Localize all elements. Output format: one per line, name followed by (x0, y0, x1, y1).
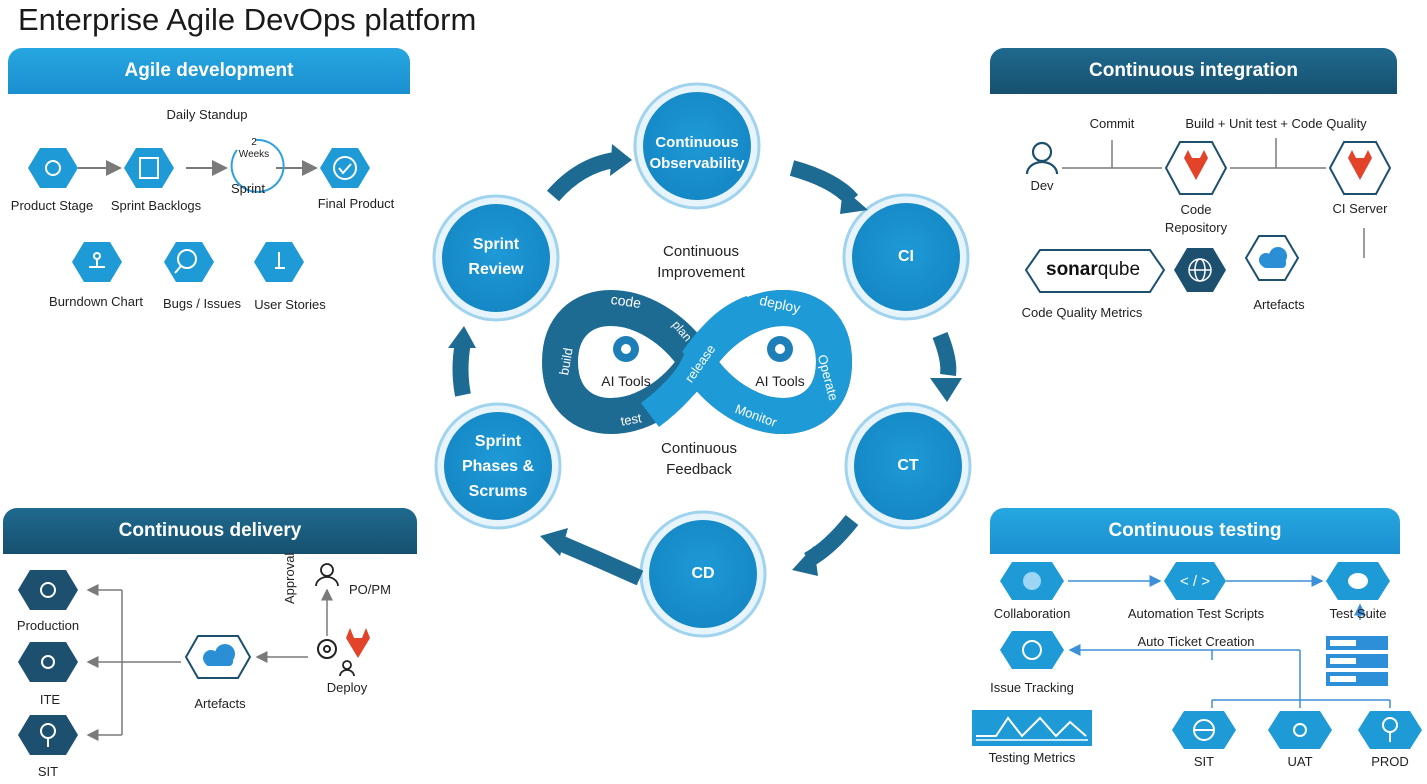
cycle-arrowheads (448, 144, 962, 576)
continuous-testing-header: Continuous testing (990, 508, 1400, 554)
automation-scripts-label: Automation Test Scripts (1127, 606, 1265, 621)
phases-label-3: Scrums (468, 483, 528, 500)
bugs-issues-label: Bugs / Issues (162, 296, 242, 311)
agile-flow (78, 138, 318, 193)
continuous-integration-header: Continuous integration (990, 48, 1397, 94)
ci-flow (1025, 138, 1365, 258)
review-label-2: Review (468, 261, 524, 278)
product-stage-label: Product Stage (10, 198, 94, 213)
dev-label: Dev (1030, 178, 1054, 193)
improvement-label-2: Improvement (657, 264, 745, 281)
approval-label: Approval (282, 552, 297, 604)
ct-uat-label: UAT (1287, 754, 1313, 769)
user-stories-label: User Stories (254, 297, 326, 312)
ct-sit-label: SIT (1193, 754, 1215, 769)
cloud-icon (1259, 247, 1287, 268)
observability-label-2: Observability (649, 155, 745, 172)
deploy-gear-icon (317, 639, 337, 659)
cd-sit-label: SIT (37, 764, 59, 779)
cd-artefacts-label: Artefacts (194, 696, 246, 711)
build-label: Build + Unit test + Code Quality (1185, 116, 1367, 131)
issue-tracking-label: Issue Tracking (990, 680, 1074, 695)
feedback-label-1: Continuous (661, 440, 737, 457)
infinity-loop (541, 290, 853, 434)
agile-icon-glyphs (45, 156, 357, 274)
commit-label: Commit (1089, 116, 1135, 131)
improvement-label-1: Continuous (663, 243, 739, 260)
ct-hexes (1000, 562, 1422, 749)
auto-ticket-label: Auto Ticket Creation (1137, 634, 1255, 649)
code-repo-label-2: Repository (1164, 220, 1228, 235)
daily-standup-label: Daily Standup (166, 107, 248, 122)
globe-icon (1188, 258, 1212, 282)
ci-circle-label: CI (898, 248, 914, 265)
feedback-label-2: Feedback (666, 461, 732, 478)
weeks-number: 2 (251, 137, 257, 148)
ite-label: ITE (39, 692, 61, 707)
ct-flow (1068, 575, 1391, 708)
ai-tools-left-label: AI Tools (601, 373, 651, 389)
agile-development-header: Agile development (8, 48, 410, 94)
phases-label-2: Phases & (461, 458, 535, 475)
popm-label: PO/PM (349, 582, 391, 597)
person-icon (315, 563, 355, 677)
phases-label-1: Sprint (474, 433, 522, 450)
cd-flow (86, 584, 333, 741)
production-label: Production (16, 618, 80, 633)
page-title: Enterprise Agile DevOps platform (18, 2, 477, 37)
code-quality-metrics-label: Code Quality Metrics (1021, 305, 1143, 320)
review-label-1: Sprint (472, 236, 520, 253)
cd-cloud-icon (203, 644, 235, 666)
ai-tools-right-label: AI Tools (755, 373, 805, 389)
sonarqube-logo: sonarqube (1046, 259, 1141, 280)
metrics-chart-icon (972, 710, 1092, 746)
deploy-label: Deploy (326, 680, 368, 695)
ct-icon-glyphs (1022, 572, 1398, 742)
collaboration-label: Collaboration (993, 606, 1071, 621)
deploy-gitlab-icon (346, 628, 370, 658)
final-product-label: Final Product (317, 196, 395, 211)
cd-circle-label: CD (691, 565, 715, 582)
weeks-label: Weeks (238, 149, 270, 160)
gitlab-icon (1184, 150, 1372, 180)
ci-server-label: CI Server (1332, 201, 1388, 216)
cd-icon-glyphs (40, 582, 56, 747)
code-icon: < / > (1179, 573, 1211, 590)
ct-circle-label: CT (897, 457, 919, 474)
continuous-delivery-header: Continuous delivery (3, 508, 417, 554)
ct-prod-label: PROD (1371, 754, 1409, 769)
burndown-chart-label: Burndown Chart (49, 294, 143, 309)
sprint-label: Sprint (231, 181, 265, 196)
testing-metrics-label: Testing Metrics (988, 750, 1076, 765)
gear-icon (613, 336, 793, 362)
server-rack-icon (1326, 636, 1388, 686)
observability-label-1: Continuous (655, 134, 739, 151)
cycle-circles (432, 82, 972, 638)
ci-artefacts-label: Artefacts (1253, 297, 1305, 312)
code-repo-label-1: Code (1180, 202, 1212, 217)
test-suite-label: Test Suite (1329, 606, 1387, 621)
sprint-backlogs-label: Sprint Backlogs (110, 198, 202, 213)
